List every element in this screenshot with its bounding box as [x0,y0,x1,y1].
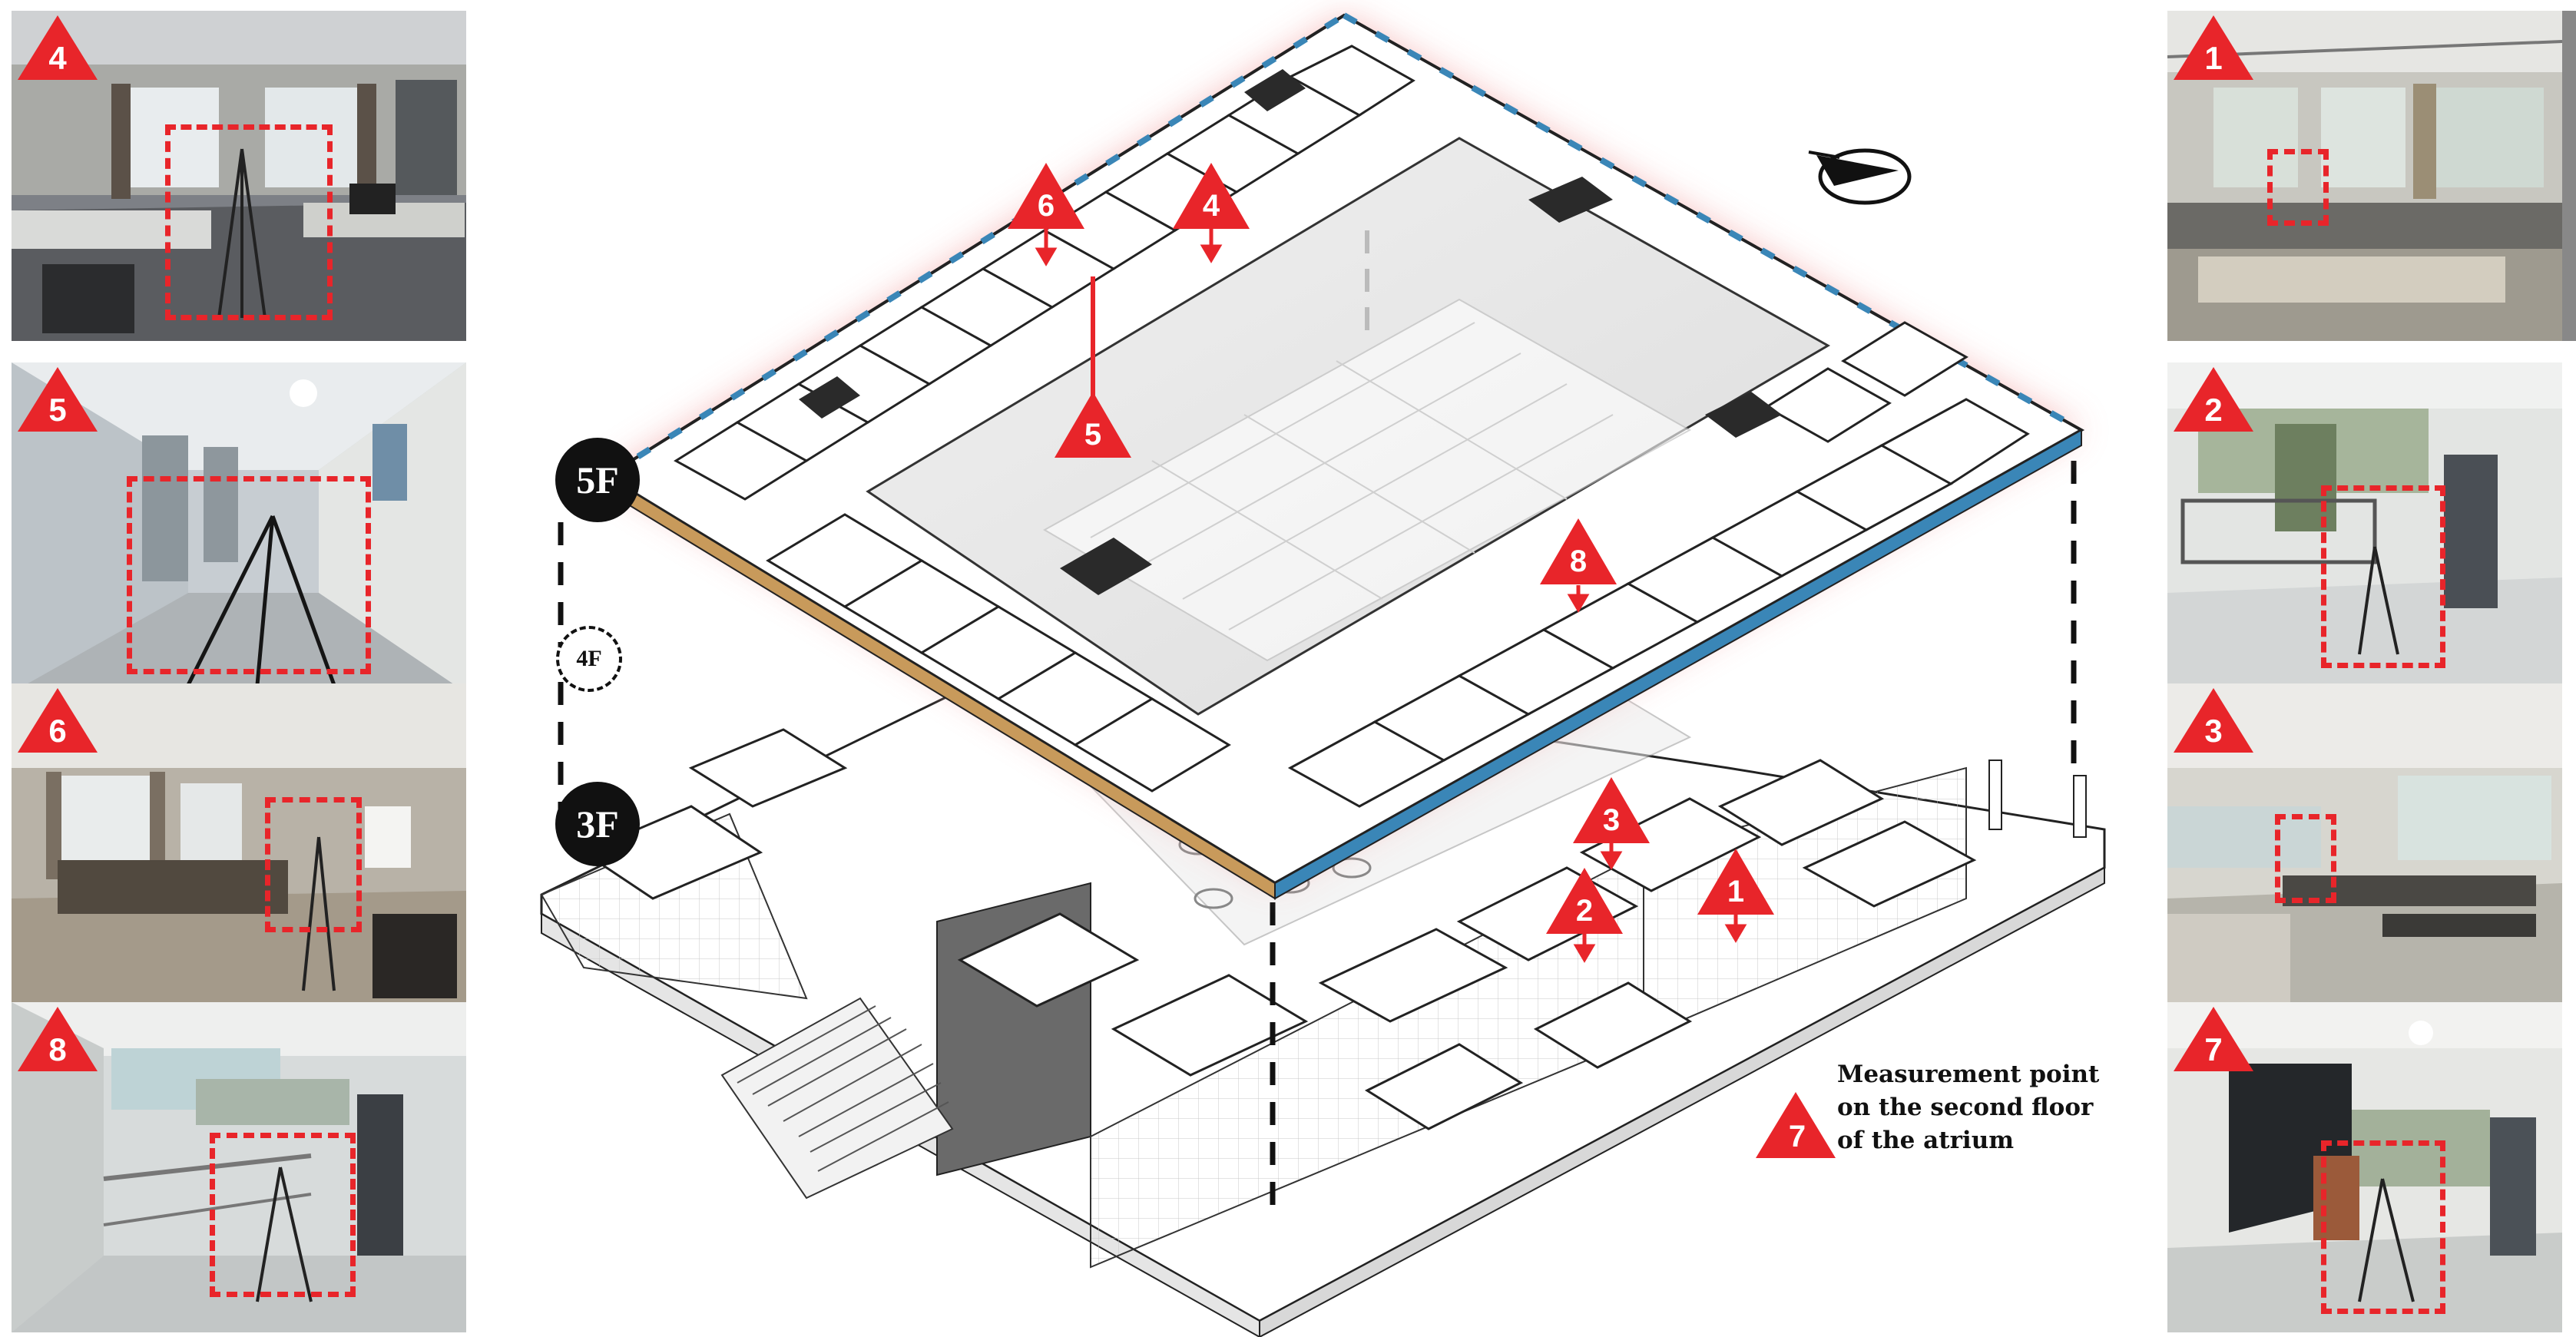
photo-badge: 5 [18,367,98,432]
floor-label-3f: 3F [555,782,640,866]
legend-line: Measurement point [1837,1061,2100,1088]
studio-tables-photo [2167,683,2562,1014]
photo-badge: 8 [18,1007,98,1071]
focus-frame [2321,1140,2445,1314]
diagram-marker-5: 5 [1055,392,1131,458]
photo-badge: 6 [18,688,98,753]
photo-badge: 3 [2174,688,2253,753]
legend-marker: 7 [1788,1120,1806,1153]
diagram-marker-2: 2 [1546,868,1623,934]
focus-frame [127,476,371,674]
studio-photo [2167,11,2562,341]
photo-point-4: 4 [12,11,466,341]
photo-point-8: 8 [12,1002,466,1332]
focus-frame [2275,814,2336,903]
axonometric-building-diagram [540,12,2106,1337]
office-photo [12,11,466,341]
focus-frame [210,1133,356,1297]
floor-label-5f: 5F [555,438,640,522]
north-arrow-compass-icon [1808,148,1912,205]
photo-badge: 4 [18,15,98,80]
photo-badge: 1 [2174,15,2253,80]
corridor-photo [12,362,466,693]
photo-point-7: 7 [2167,1002,2562,1332]
legend-marker-triangle [1756,1092,1836,1158]
photo-badge: 2 [2174,367,2253,432]
floor-connector-lines [558,461,2077,1221]
legend-line: on the second floor [1837,1094,2094,1121]
legend-text: Measurement point on the second floor of… [1837,1058,2129,1157]
focus-frame [165,124,333,320]
diagram-marker-4: 4 [1173,163,1250,229]
focus-frame [2321,485,2445,668]
diagram-marker-6: 6 [1008,163,1084,229]
floor-label-4f: 4F [556,626,622,692]
atrium-railing-photo [2167,362,2562,693]
focus-frame [265,797,362,932]
photo-point-3: 3 [2167,683,2562,1014]
photo-badge: 7 [2174,1007,2253,1071]
diagram-marker-3: 3 [1573,777,1650,843]
diagram-marker-8: 8 [1540,518,1617,584]
focus-frame [2267,149,2329,226]
floor-5f-plan [604,12,2085,900]
photo-point-5: 5 [12,362,466,693]
photo-point-2: 2 [2167,362,2562,693]
diagram-marker-1: 1 [1697,849,1774,915]
photo-point-1: 1 [2167,11,2576,341]
photo-point-6: 6 [12,683,466,1014]
legend-line: of the atrium [1837,1127,2015,1154]
